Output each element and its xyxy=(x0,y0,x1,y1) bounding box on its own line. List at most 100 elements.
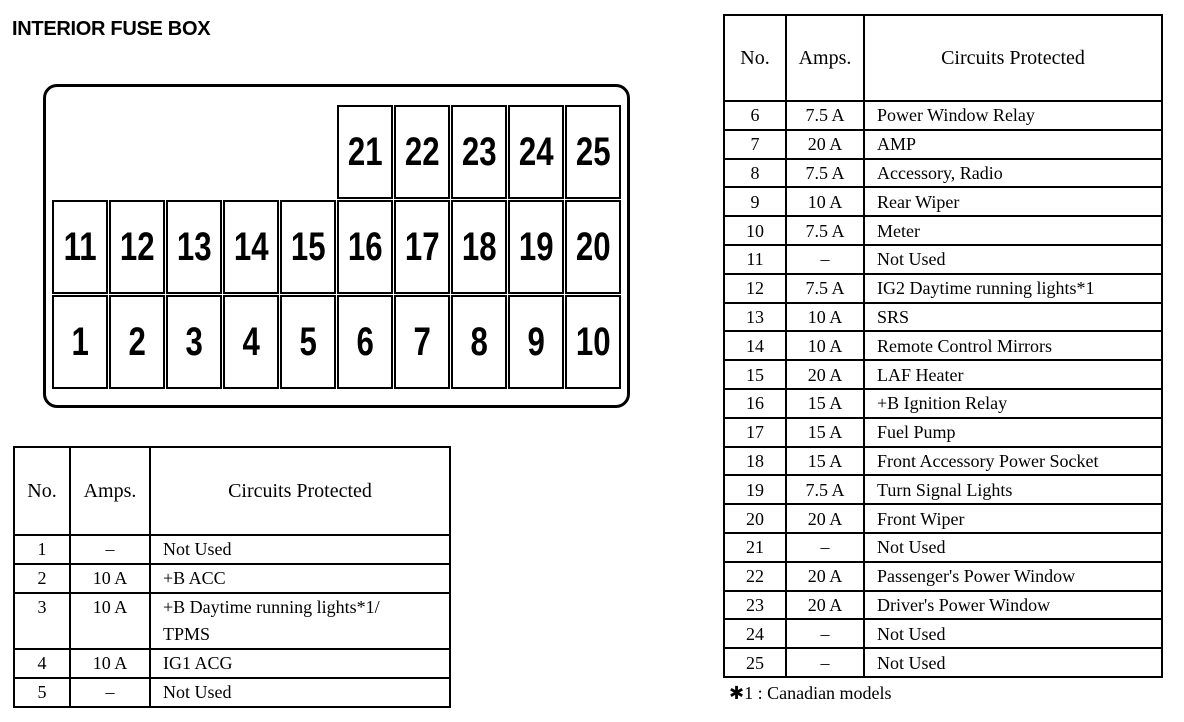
fuse-circuit: Fuel Pump xyxy=(863,416,1163,448)
fuse-amps: 10 A xyxy=(785,301,865,333)
page-title: INTERIOR FUSE BOX xyxy=(12,18,211,40)
fuse-circuit: +B ACC xyxy=(149,563,451,594)
fuse-slot: 7 xyxy=(394,295,450,389)
fuse-slot: 4 xyxy=(223,295,279,389)
fuse-amps: 7.5 A xyxy=(785,474,865,506)
fuse-circuit: Not Used xyxy=(863,243,1163,275)
fuse-circuit: Not Used xyxy=(863,647,1163,678)
fuse-circuit-line: +B Daytime running lights*1/ xyxy=(163,597,380,617)
fuse-circuit: Passenger's Power Window xyxy=(863,560,1163,592)
fuse-number: 2 xyxy=(13,563,71,594)
footnote: ✱1 : Canadian models xyxy=(729,683,892,703)
fuse-circuit: Driver's Power Window xyxy=(863,589,1163,621)
fuse-slot: 16 xyxy=(337,200,393,294)
fuse-amps: 10 A xyxy=(785,186,865,218)
fuse-circuit: Meter xyxy=(863,215,1163,246)
fuse-slot: 20 xyxy=(565,200,621,294)
fuse-amps: 15 A xyxy=(785,416,865,448)
fuse-amps: – xyxy=(69,534,151,565)
fuse-amps: 20 A xyxy=(785,359,865,390)
fuse-number: 22 xyxy=(723,560,787,592)
fuse-number: 13 xyxy=(723,301,787,333)
header-amps: Amps. xyxy=(785,14,865,102)
fuse-amps: 15 A xyxy=(785,445,865,477)
fuse-amps: 10 A xyxy=(69,563,151,594)
fuse-circuit: Accessory, Radio xyxy=(863,157,1163,189)
fuse-number: 18 xyxy=(723,445,787,477)
fuse-amps: 10 A xyxy=(785,330,865,362)
table-row: 1–Not Used xyxy=(13,534,451,565)
fuse-circuit: Turn Signal Lights xyxy=(863,474,1163,506)
fuse-circuit: IG1 ACG xyxy=(149,648,451,679)
fuse-number: 7 xyxy=(723,128,787,160)
fuse-number: 24 xyxy=(723,618,787,650)
table-row: 5–Not Used xyxy=(13,677,451,708)
fuse-number: 6 xyxy=(723,100,787,131)
fuse-circuit: Not Used xyxy=(863,618,1163,650)
fuse-amps: – xyxy=(785,531,865,563)
fuse-number: 8 xyxy=(723,157,787,189)
fuse-circuit: Power Window Relay xyxy=(863,100,1163,131)
fuse-amps: 7.5 A xyxy=(785,157,865,189)
header-circuits: Circuits Protected xyxy=(863,14,1163,102)
fuse-slot: 1 xyxy=(52,295,108,389)
fuse-circuit: Not Used xyxy=(149,677,451,708)
header-no: No. xyxy=(723,14,787,102)
fuse-circuit-line: TPMS xyxy=(163,624,211,644)
fuse-circuit: Remote Control Mirrors xyxy=(863,330,1163,362)
header-no: No. xyxy=(13,446,71,536)
fuse-circuit: LAF Heater xyxy=(863,359,1163,390)
fuse-slot: 25 xyxy=(565,105,621,199)
fuse-box-outline xyxy=(43,84,630,408)
fuse-amps: 10 A xyxy=(69,592,151,650)
fuse-circuit: AMP xyxy=(863,128,1163,160)
fuse-slot: 5 xyxy=(280,295,336,389)
fuse-slot: 18 xyxy=(451,200,507,294)
fuse-circuit: Front Accessory Power Socket xyxy=(863,445,1163,477)
fuse-number: 16 xyxy=(723,387,787,419)
fuse-slot: 19 xyxy=(508,200,564,294)
fuse-amps: 20 A xyxy=(785,560,865,592)
fuse-number: 23 xyxy=(723,589,787,621)
fuse-slot: 22 xyxy=(394,105,450,199)
fuse-circuit: +B Ignition Relay xyxy=(863,387,1163,419)
fuse-number: 5 xyxy=(13,677,71,708)
fuse-circuit: IG2 Daytime running lights*1 xyxy=(863,272,1163,304)
fuse-number: 3 xyxy=(13,592,71,650)
fuse-amps: 7.5 A xyxy=(785,215,865,246)
fuse-number: 20 xyxy=(723,503,787,534)
fuse-number: 4 xyxy=(13,648,71,679)
fuse-amps: 7.5 A xyxy=(785,100,865,131)
fuse-number: 10 xyxy=(723,215,787,246)
fuse-amps: – xyxy=(785,647,865,678)
fuse-slot: 14 xyxy=(223,200,279,294)
table-row: 24–Not Used xyxy=(723,618,1163,650)
fuse-amps: – xyxy=(785,618,865,650)
table-row: 25–Not Used xyxy=(723,647,1163,678)
fuse-slot: 15 xyxy=(280,200,336,294)
fuse-number: 12 xyxy=(723,272,787,304)
fuse-amps: 20 A xyxy=(785,503,865,534)
fuse-amps: 15 A xyxy=(785,387,865,419)
fuse-slot: 24 xyxy=(508,105,564,199)
fuse-number: 25 xyxy=(723,647,787,678)
fuse-slot: 6 xyxy=(337,295,393,389)
header-amps: Amps. xyxy=(69,446,151,536)
